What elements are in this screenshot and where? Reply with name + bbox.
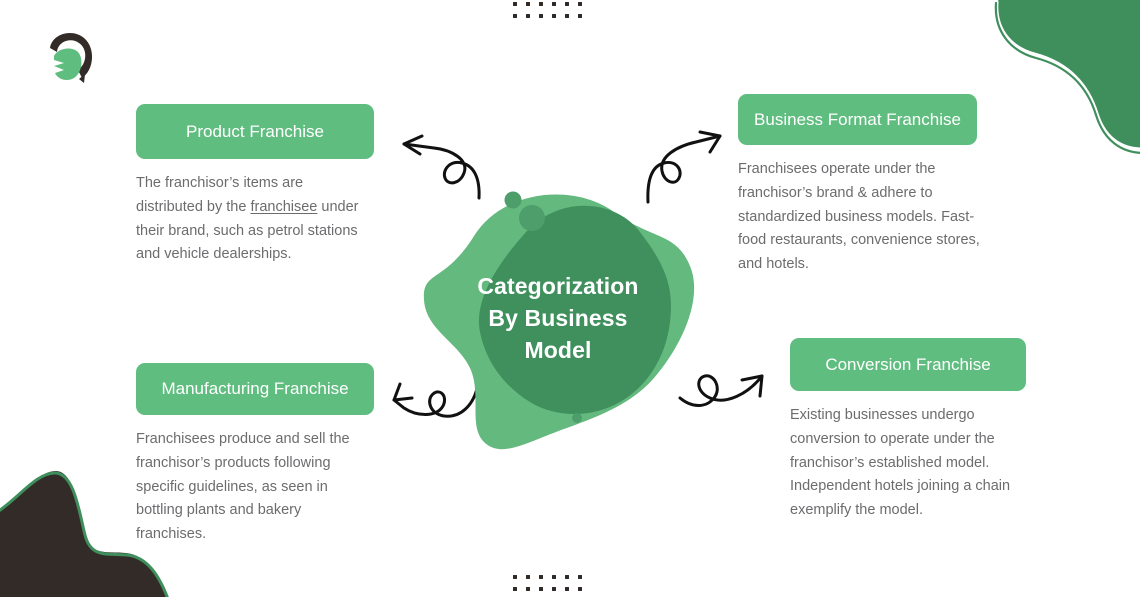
center-blob-shapes xyxy=(423,191,695,450)
card-body-lead: The franchisor’s items are distributed b… xyxy=(136,175,304,215)
card-body-tail: under their brand, such as petrol statio… xyxy=(136,198,359,263)
spartan-helmet-logo[interactable] xyxy=(38,26,100,88)
accent-dot-small xyxy=(504,191,522,209)
card-body-business-format-franchise: Franchisees operate under the franchisor… xyxy=(738,161,980,273)
card-product-franchise[interactable]: Product Franchise The franchisor’s items… xyxy=(136,104,374,267)
card-body-product-franchise: The franchisor’s items are distributed b… xyxy=(136,172,372,267)
card-manufacturing-franchise[interactable]: Manufacturing Franchise Franchisees prod… xyxy=(136,363,374,547)
arrow-bottom-left-icon xyxy=(386,368,486,435)
center-blob-cluster: Categorization By Business Model xyxy=(408,170,708,460)
card-conversion-franchise[interactable]: Conversion Franchise Existing businesses… xyxy=(790,338,1038,523)
arrow-bottom-right-icon xyxy=(676,352,776,423)
card-title-manufacturing-franchise[interactable]: Manufacturing Franchise xyxy=(136,363,374,415)
accent-dot-large xyxy=(519,205,545,231)
arrow-top-right-icon xyxy=(640,122,732,209)
card-title-conversion-franchise[interactable]: Conversion Franchise xyxy=(790,338,1026,391)
card-title-product-franchise[interactable]: Product Franchise xyxy=(136,104,374,159)
card-body-conversion-franchise: Existing businesses undergo conversion t… xyxy=(790,407,1011,519)
dot-grid-top xyxy=(513,2,591,26)
card-business-format-franchise[interactable]: Business Format Franchise Franchisees op… xyxy=(738,94,993,277)
franchisee-link[interactable]: franchisee xyxy=(250,198,318,215)
card-body-manufacturing-franchise: Franchisees produce and sell the franchi… xyxy=(136,431,350,543)
arrow-top-left-icon xyxy=(392,128,492,211)
center-title: Categorization By Business Model xyxy=(477,273,639,363)
corner-blob-top-right xyxy=(980,0,1140,165)
card-title-business-format-franchise[interactable]: Business Format Franchise xyxy=(738,94,977,145)
dot-grid-bottom xyxy=(513,575,591,597)
accent-dot-tiny xyxy=(572,413,582,423)
